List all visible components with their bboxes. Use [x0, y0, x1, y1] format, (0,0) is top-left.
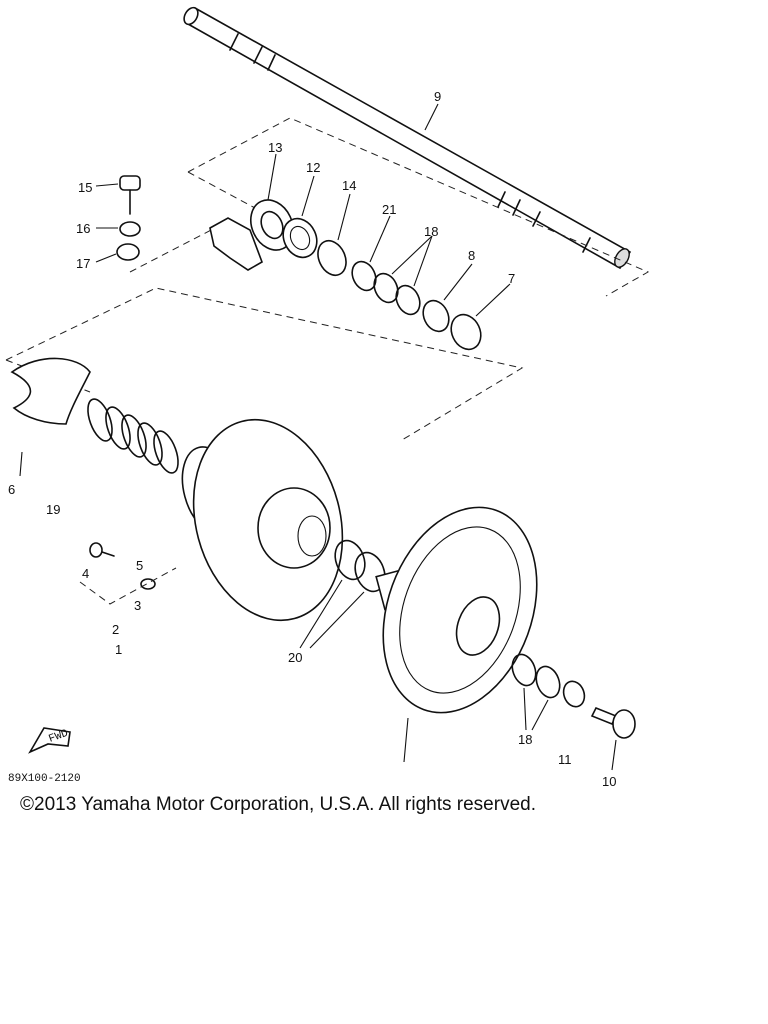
shaft	[183, 6, 632, 270]
circlip	[422, 299, 450, 333]
movable-sheave	[375, 506, 538, 714]
bolt	[119, 175, 141, 215]
part-label-10: 10	[602, 774, 616, 789]
washer	[354, 551, 386, 593]
part-label-4: 4	[82, 566, 89, 581]
circlip	[317, 239, 347, 277]
washer	[373, 272, 399, 304]
lower-group-outline	[5, 287, 524, 441]
washer	[535, 665, 561, 699]
spring	[87, 398, 179, 474]
part-labels: 1 2 3 4 5 6 7 8 9 10 11 12 13 14 15 16 1…	[8, 89, 616, 789]
bearing	[282, 217, 318, 259]
part-label-18-upper: 18	[424, 224, 438, 239]
washer	[450, 313, 482, 351]
washer	[511, 653, 537, 687]
leader-lines	[19, 103, 617, 771]
part-label-6: 6	[8, 482, 15, 497]
part-label-13: 13	[268, 140, 282, 155]
part-label-12: 12	[306, 160, 320, 175]
washer	[395, 284, 421, 316]
part-label-14: 14	[342, 178, 356, 193]
cam	[10, 357, 91, 425]
part-label-16: 16	[76, 221, 90, 236]
part-label-18-lower: 18	[518, 732, 532, 747]
part-label-3: 3	[134, 598, 141, 613]
fixed-sheave	[181, 418, 344, 622]
part-label-20: 20	[288, 650, 302, 665]
bolt	[590, 706, 636, 739]
cap-washer	[562, 680, 586, 708]
part-label-11: 11	[558, 752, 572, 767]
figure-code: 89X100-2120	[8, 773, 81, 785]
part-label-7: 7	[508, 271, 515, 286]
part-label-17: 17	[76, 256, 90, 271]
part-label-9: 9	[434, 89, 441, 104]
part-label-5: 5	[136, 558, 143, 573]
part-label-2: 2	[112, 622, 119, 637]
lock-washer	[119, 221, 141, 237]
flat-washer	[116, 243, 140, 261]
front-arrow: FWD	[28, 727, 71, 754]
washer	[351, 260, 377, 292]
part-label-15: 15	[78, 180, 92, 195]
part-label-8: 8	[468, 248, 475, 263]
upper-group-outline	[129, 117, 650, 297]
pin	[89, 542, 115, 558]
part-label-1: 1	[115, 642, 122, 657]
copyright-notice: ©2013 Yamaha Motor Corporation, U.S.A. A…	[20, 794, 536, 815]
parts-diagram: FWD 1 2 3 4 5 6 7 8 9 10 11 12 13 14 15 …	[5, 6, 650, 789]
subgroup-outline	[79, 567, 177, 605]
bearing-housing	[209, 199, 294, 271]
part-label-19: 19	[46, 502, 60, 517]
part-label-21: 21	[382, 202, 396, 217]
